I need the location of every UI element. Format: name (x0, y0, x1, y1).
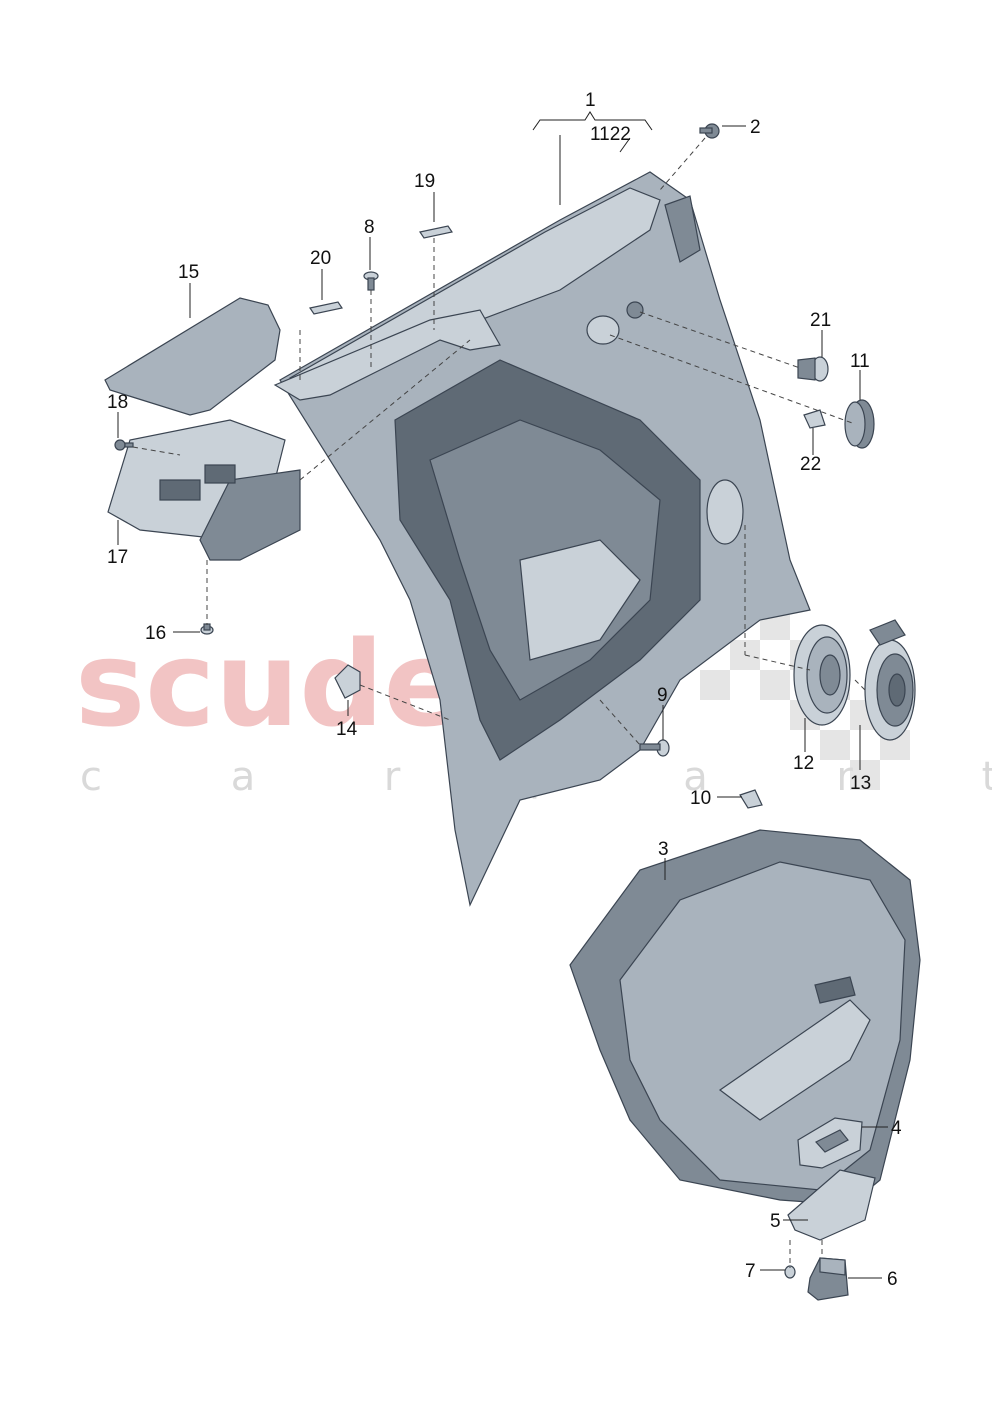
callout-11: 11 (850, 351, 870, 372)
callout-16: 16 (145, 623, 166, 644)
callout-2: 2 (750, 117, 761, 138)
callout-8: 8 (364, 217, 375, 238)
part-6-switch (807, 1257, 849, 1301)
callout-12: 12 (793, 753, 814, 774)
part-18-screw (114, 439, 134, 451)
part-8-screw (363, 271, 379, 291)
callout-13: 13 (850, 773, 871, 794)
callout-18: 18 (107, 392, 128, 413)
part-3-storage-compartment (569, 829, 921, 1206)
callout-22: 22 (800, 454, 821, 475)
callout-15: 15 (178, 262, 199, 283)
part-12-speaker (793, 624, 851, 726)
part-15-armrest-cover (104, 297, 281, 416)
callout-1: 1 (585, 90, 596, 111)
part-9-screw (639, 739, 670, 757)
part-21-grommet (797, 356, 829, 382)
part-5-bracket (787, 1169, 876, 1241)
part-16-screw (200, 623, 214, 635)
assembly-lines (132, 137, 866, 1268)
callout-7: 7 (745, 1261, 756, 1282)
part-7-screw (784, 1265, 796, 1279)
part-20-clip (309, 301, 343, 315)
callout-20: 20 (310, 248, 331, 269)
part-17-armrest-mechanism (107, 419, 301, 561)
callout-1122: 1122 (590, 124, 631, 145)
leader-lines (117, 111, 888, 1279)
callout-9: 9 (657, 685, 668, 706)
part-19-clip (419, 225, 453, 239)
part-14-clip (334, 664, 361, 699)
callout-17: 17 (107, 547, 128, 568)
part-2-screw (699, 123, 720, 139)
callout-10: 10 (690, 788, 711, 809)
callout-14: 14 (336, 719, 358, 740)
callout-4: 4 (891, 1118, 902, 1139)
callout-3: 3 (658, 839, 669, 860)
part-10-clip (739, 789, 763, 809)
part-4-bezel (797, 1117, 863, 1169)
callout-6: 6 (887, 1269, 898, 1290)
callout-5: 5 (770, 1211, 781, 1232)
part-11-speaker-cover (844, 399, 875, 449)
part-13-speaker (864, 619, 916, 741)
callout-19: 19 (414, 171, 435, 192)
handle-strip (273, 309, 501, 401)
callouts: 1 1122 2 3 4 5 6 7 8 9 10 11 12 13 14 15… (107, 90, 902, 1290)
callout-21: 21 (810, 310, 831, 331)
part-22-clip (803, 409, 826, 429)
